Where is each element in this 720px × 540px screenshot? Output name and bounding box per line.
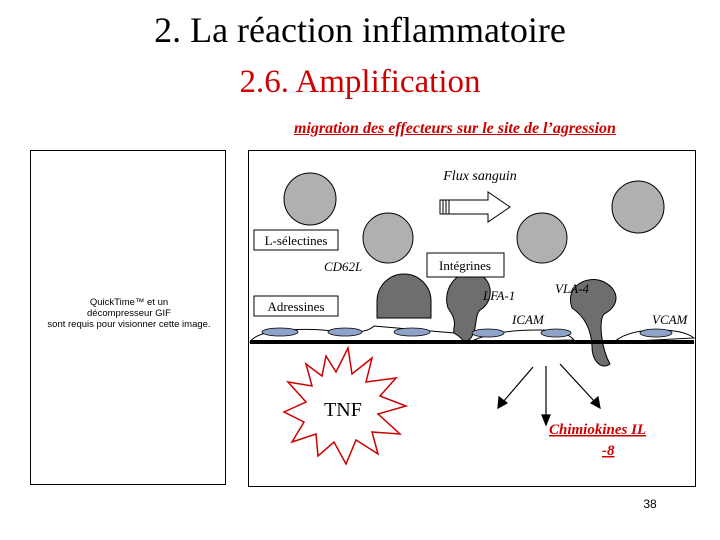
page-number: 38 bbox=[643, 497, 657, 511]
l-selectines-box bbox=[253, 229, 339, 251]
tnf-label: TNF bbox=[324, 399, 362, 421]
endothelium bbox=[249, 325, 696, 344]
lfa1-label: LFA-1 bbox=[482, 288, 515, 303]
tnf-starburst-icon bbox=[282, 345, 409, 466]
icam-label: ICAM bbox=[511, 312, 545, 327]
integrines-box bbox=[426, 252, 505, 278]
slide-subtitle: 2.6. Amplification bbox=[239, 64, 481, 100]
leukocyte-3 bbox=[516, 212, 568, 264]
migration-diagram: Flux sanguin L-sélectines CD62L Intégrin… bbox=[248, 150, 696, 487]
vla4-label: VLA-4 bbox=[555, 281, 589, 296]
adressines-label: Adressines bbox=[267, 299, 324, 314]
chimiokines-label: Chimiokines IL bbox=[549, 422, 646, 438]
rolling-leukocyte bbox=[376, 273, 432, 319]
l-selectines-label: L-sélectines bbox=[265, 233, 328, 248]
flux-label: Flux sanguin bbox=[442, 169, 517, 184]
nucleus-4 bbox=[471, 328, 505, 338]
quicktime-line-1: QuickTime™ et un bbox=[89, 297, 169, 308]
nucleus-5 bbox=[540, 328, 572, 338]
nucleus-2 bbox=[327, 327, 363, 337]
nucleus-3 bbox=[393, 327, 431, 337]
nucleus-1 bbox=[261, 327, 299, 337]
cd62l-label: CD62L bbox=[324, 259, 362, 274]
quicktime-placeholder: QuickTime™ et un décompresseur GIF sont … bbox=[30, 150, 226, 485]
quicktime-message: QuickTime™ et un décompresseur GIF sont … bbox=[31, 297, 227, 330]
leukocyte-4 bbox=[611, 180, 665, 234]
leukocyte-2 bbox=[362, 212, 414, 264]
leukocyte-1 bbox=[283, 172, 337, 226]
il8-label: -8 bbox=[602, 443, 615, 459]
integrines-label: Intégrines bbox=[439, 258, 491, 273]
chemokine-arrows bbox=[497, 363, 601, 427]
vcam-label: VCAM bbox=[652, 312, 689, 327]
diagram-caption: migration des effecteurs sur le site de … bbox=[294, 120, 616, 137]
adressines-box bbox=[253, 295, 339, 317]
quicktime-line-2: décompresseur GIF bbox=[87, 308, 171, 319]
blood-flow-arrow-icon bbox=[439, 191, 511, 223]
quicktime-line-3: sont requis pour visionner cette image. bbox=[47, 319, 211, 330]
slide-title: 2. La réaction inflammatoire bbox=[154, 10, 566, 50]
nucleus-6 bbox=[639, 328, 673, 338]
